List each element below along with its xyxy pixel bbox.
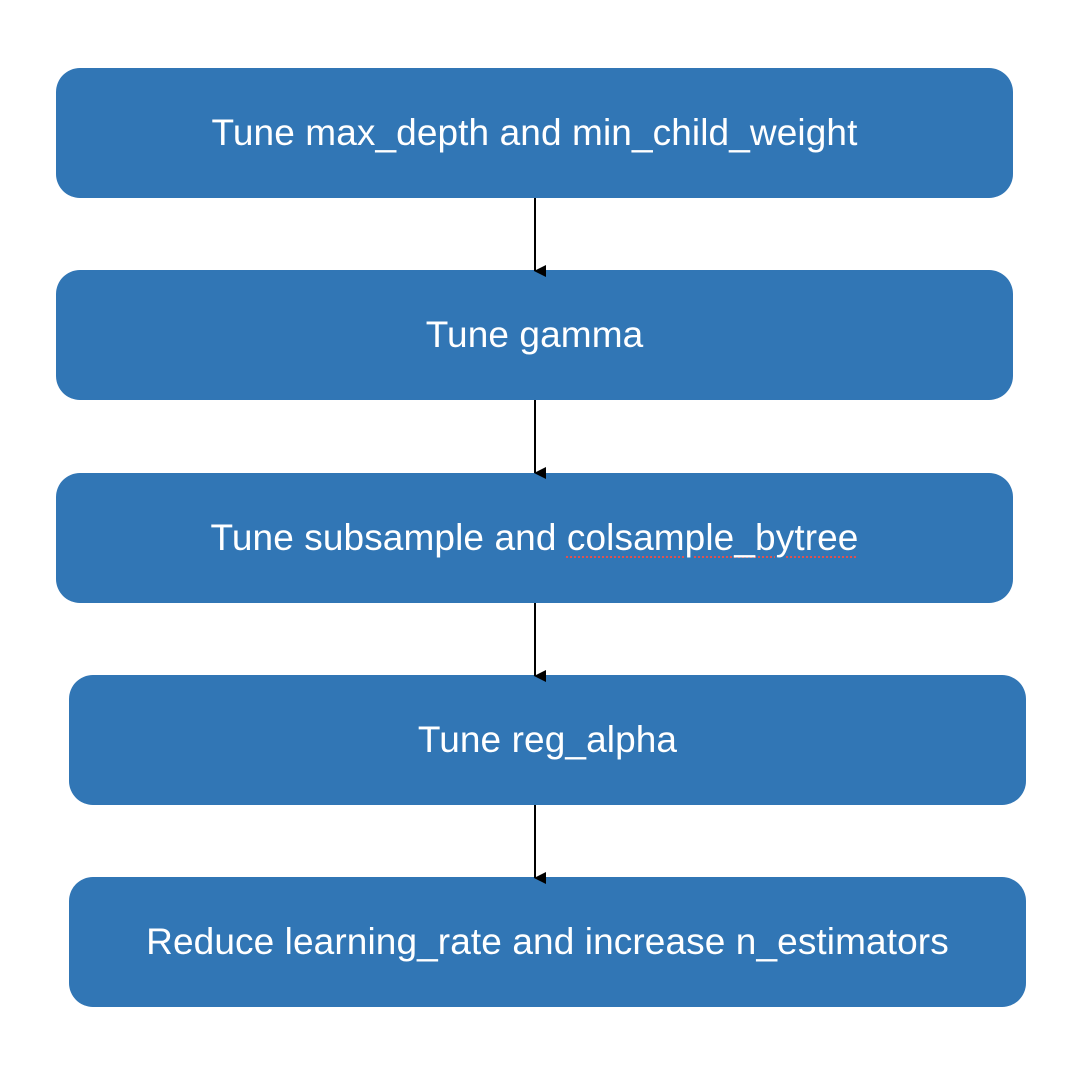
step-reduce-learning-rate-increase-n-estimators: Reduce learning_rate and increase n_esti…	[69, 877, 1026, 1007]
step-label: Tune subsample and colsample_bytree	[211, 517, 859, 559]
step-tune-reg-alpha: Tune reg_alpha	[69, 675, 1026, 805]
spellcheck-flagged-word: colsample_bytree	[566, 517, 859, 558]
step-label: Tune max_depth and min_child_weight	[211, 112, 858, 153]
step-tune-max-depth-min-child-weight: Tune max_depth and min_child_weight	[56, 68, 1013, 198]
step-label: Reduce learning_rate and increase n_esti…	[146, 921, 949, 962]
step-label: Tune reg_alpha	[417, 719, 678, 760]
step-label-prefix: Tune subsample and	[210, 517, 567, 558]
step-tune-subsample-colsample-bytree: Tune subsample and colsample_bytree	[56, 473, 1013, 603]
step-tune-gamma: Tune gamma	[56, 270, 1013, 400]
step-label: Tune gamma	[425, 314, 644, 355]
